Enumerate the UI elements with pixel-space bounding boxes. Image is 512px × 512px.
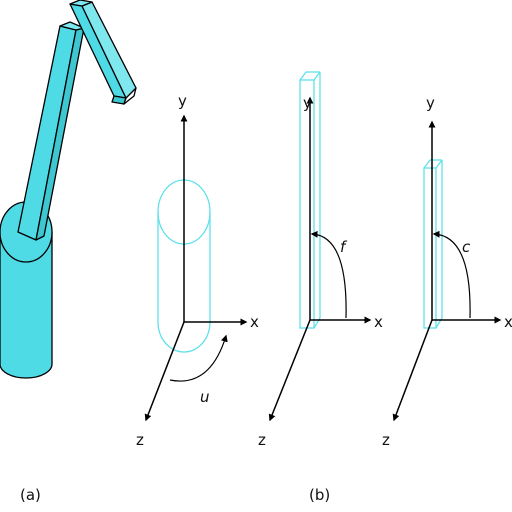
axes-frame-3 (392, 120, 502, 422)
lower-arm-link (17, 21, 85, 241)
caption-b: (b) (309, 486, 330, 504)
upper-arm-link (69, 0, 137, 105)
angle-arc-c (432, 230, 471, 319)
angle-arc-f (310, 230, 347, 319)
cylinder-frame: y x z u (136, 92, 259, 449)
y-axis-label-2: y (303, 94, 312, 112)
short-link-frame: y x z c (382, 94, 512, 449)
x-axis-label-3: x (504, 313, 512, 331)
z-axis-label-3: z (382, 431, 390, 449)
z-axis-label-1: z (136, 431, 144, 449)
caption-a: (a) (20, 486, 41, 504)
base-cylinder (0, 201, 53, 379)
robot-arm-figure (0, 0, 137, 379)
z-axis-3 (392, 319, 433, 422)
z-axis-label-2: z (258, 431, 266, 449)
rotation-arrow-u (169, 334, 228, 382)
z-axis-2 (268, 319, 311, 422)
angle-label-c: c (462, 238, 471, 256)
x-axis-label-1: x (250, 313, 259, 331)
angle-label-u: u (200, 388, 210, 406)
x-axis-label-2: x (374, 313, 383, 331)
axes-frame-2 (268, 96, 372, 422)
z-axis-1 (144, 321, 185, 422)
short-link-outline (423, 159, 443, 329)
angle-label-f: f (340, 238, 348, 256)
axes-frame-1 (144, 114, 248, 422)
long-link-frame: y x z f (258, 71, 383, 449)
y-axis-label-1: y (178, 92, 187, 110)
y-axis-label-3: y (426, 94, 435, 112)
